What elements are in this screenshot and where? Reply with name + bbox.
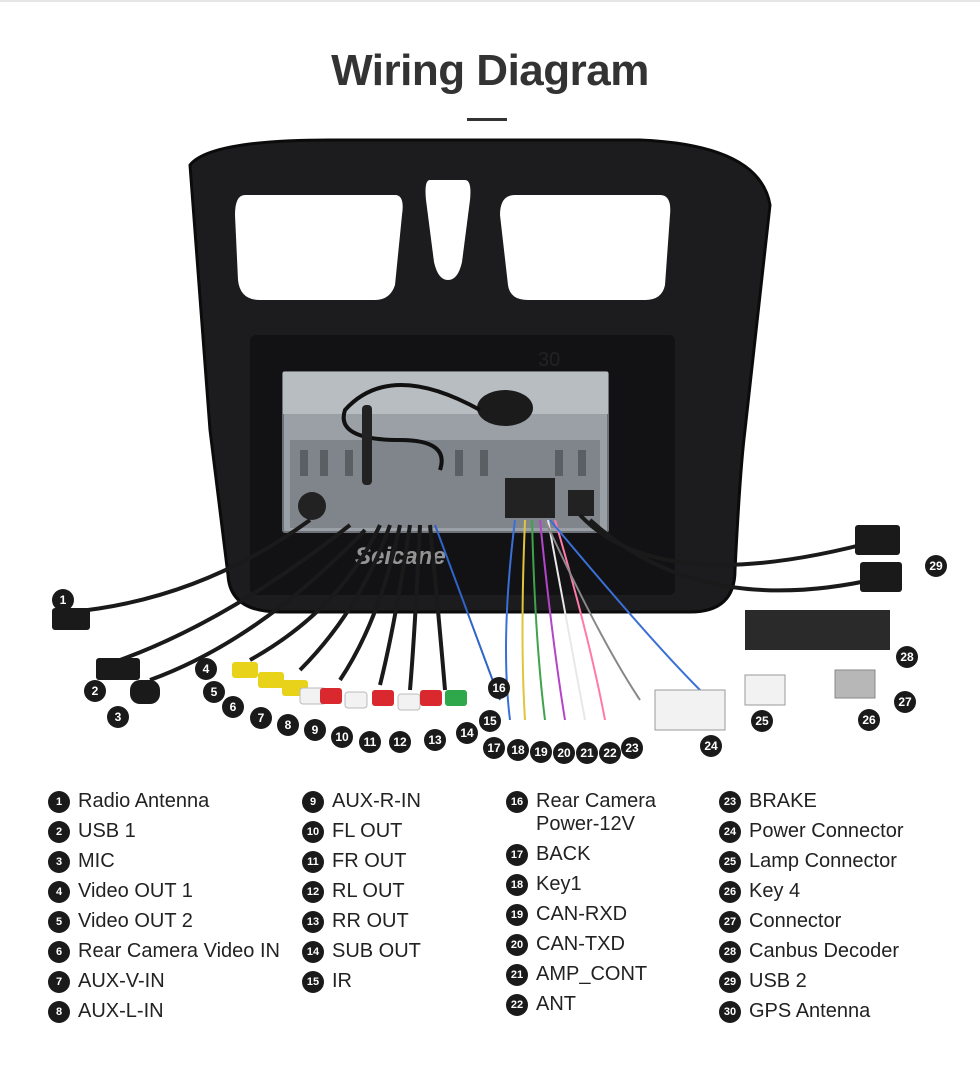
marker-12: 12: [389, 731, 411, 753]
marker-7: 7: [250, 707, 272, 729]
gps-cable: [341, 383, 481, 471]
radio-antenna-plug: [52, 608, 90, 630]
marker-25: 25: [751, 710, 773, 732]
rca-plugs: [232, 662, 467, 711]
marker-23: 23: [621, 737, 643, 759]
marker-20: 20: [553, 742, 575, 764]
marker-16: 16: [488, 677, 510, 699]
marker-9: 9: [304, 719, 326, 741]
marker-18: 18: [507, 739, 529, 761]
marker-26: 26: [858, 709, 880, 731]
lamp-connector: [744, 674, 786, 706]
marker-2: 2: [84, 680, 106, 702]
marker-17: 17: [483, 737, 505, 759]
marker-13: 13: [424, 729, 446, 751]
marker-3: 3: [107, 706, 129, 728]
marker-11: 11: [359, 731, 381, 753]
usb-socket: [568, 490, 594, 516]
marker-28: 28: [896, 646, 918, 668]
power-connector: [654, 689, 726, 731]
top-divider: [0, 0, 980, 2]
wifi-antenna: [362, 405, 372, 485]
usb2-plug-a: [855, 525, 900, 555]
marker-8: 8: [277, 714, 299, 736]
page-title: Wiring Diagram: [331, 46, 649, 95]
marker-15: 15: [479, 710, 501, 732]
marker-19: 19: [530, 741, 552, 763]
title-underline: [467, 118, 507, 121]
head-unit-illustration: Seicane: [52, 138, 902, 731]
main-harness-socket: [505, 478, 555, 518]
gps-antenna: [477, 390, 533, 426]
gps-antenna-label: 30: [538, 349, 561, 371]
canbus-decoder-box: [745, 610, 890, 650]
marker-5: 5: [203, 681, 225, 703]
marker-6: 6: [222, 696, 244, 718]
key4-connector: [834, 669, 876, 699]
radio-antenna-socket: [298, 492, 326, 520]
right-vent-opening: [500, 195, 671, 300]
marker-4: 4: [195, 658, 217, 680]
marker-24: 24: [700, 735, 722, 757]
marker-27: 27: [894, 691, 916, 713]
marker-21: 21: [576, 742, 598, 764]
usb1-plug: [96, 658, 140, 680]
left-vent-opening: [235, 195, 403, 300]
marker-29: 29: [925, 555, 947, 577]
marker-14: 14: [456, 722, 478, 744]
marker-22: 22: [599, 742, 621, 764]
mic-plug: [130, 680, 160, 704]
center-vent-opening: [425, 180, 471, 280]
marker-10: 10: [331, 726, 353, 748]
marker-1: 1: [52, 589, 74, 611]
chassis-vents: [300, 450, 586, 476]
usb2-plug-b: [860, 562, 902, 592]
cable-bundle: [69, 513, 881, 691]
